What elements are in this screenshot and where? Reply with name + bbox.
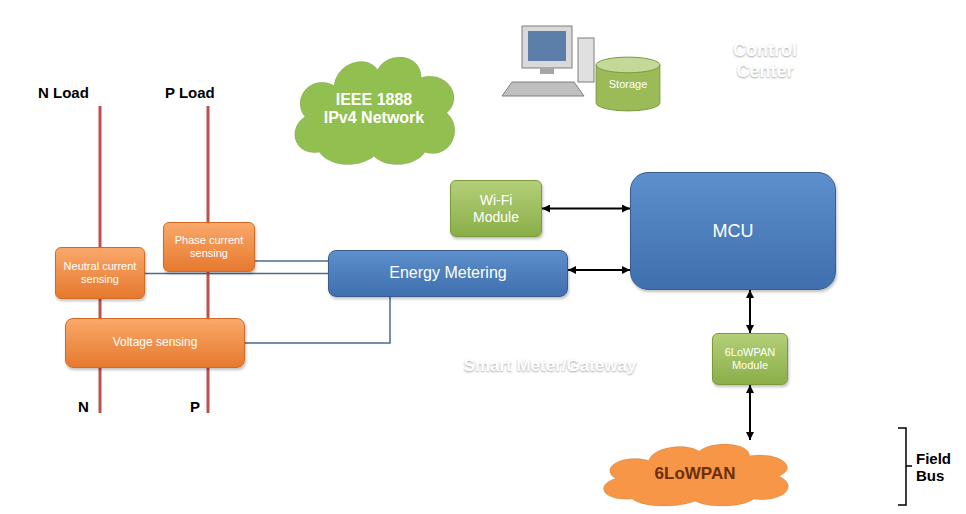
node-text: 6LoWPAN xyxy=(655,464,736,484)
network-cloud: IEEE 1888 IPv4 Network xyxy=(283,50,465,168)
wire-label: N xyxy=(78,398,89,415)
node-text: MCU xyxy=(713,221,754,242)
signal-line xyxy=(255,260,328,262)
storage-cylinder: Storage xyxy=(595,56,661,112)
wire-label: Field Bus xyxy=(916,450,966,485)
node-text: Voltage sensing xyxy=(113,336,198,350)
gateway-panel: Smart Meter/Gateway Wi-Fi ModuleMCU Phase … xyxy=(37,165,960,393)
phase-sensing-box: Phase current sensing xyxy=(163,222,255,272)
field-bus-bracket xyxy=(898,428,912,505)
node-text: Storage xyxy=(609,78,648,91)
neutral-sensing-box: Neutral current sensing xyxy=(55,247,145,299)
wire-label: P Load xyxy=(165,84,215,101)
node-text: Control Center xyxy=(705,40,825,81)
wire-label: N Load xyxy=(38,84,89,101)
node-text: Neutral current sensing xyxy=(60,260,140,285)
field-cloud: 6LoWPAN xyxy=(590,440,800,508)
double-arrow xyxy=(749,385,751,440)
node-text: 6LoWPAN Module xyxy=(717,346,783,371)
signal-line xyxy=(245,297,390,343)
wifi-module-box: Wi-Fi Module xyxy=(450,180,542,237)
wire-label: P xyxy=(190,398,200,415)
double-arrow xyxy=(568,269,630,271)
signal-line xyxy=(145,273,328,275)
node-text: Phase current sensing xyxy=(168,234,250,259)
voltage-sensing-box: Voltage sensing xyxy=(65,318,245,368)
mcu-box: MCU xyxy=(630,172,836,290)
energy-metering-box: Energy Metering xyxy=(328,250,568,297)
double-arrow xyxy=(749,290,751,333)
node-text: Wi-Fi Module xyxy=(455,192,537,224)
double-arrow xyxy=(542,208,630,210)
node-text: Smart Meter/Gateway xyxy=(420,356,680,376)
control-center-panel: Control CenterStorage xyxy=(405,8,922,136)
panel-fill xyxy=(405,8,922,136)
node-text: IEEE 1888 IPv4 Network xyxy=(318,91,430,128)
node-text: Energy Metering xyxy=(389,264,506,282)
lowpan-module-box: 6LoWPAN Module xyxy=(712,333,788,385)
